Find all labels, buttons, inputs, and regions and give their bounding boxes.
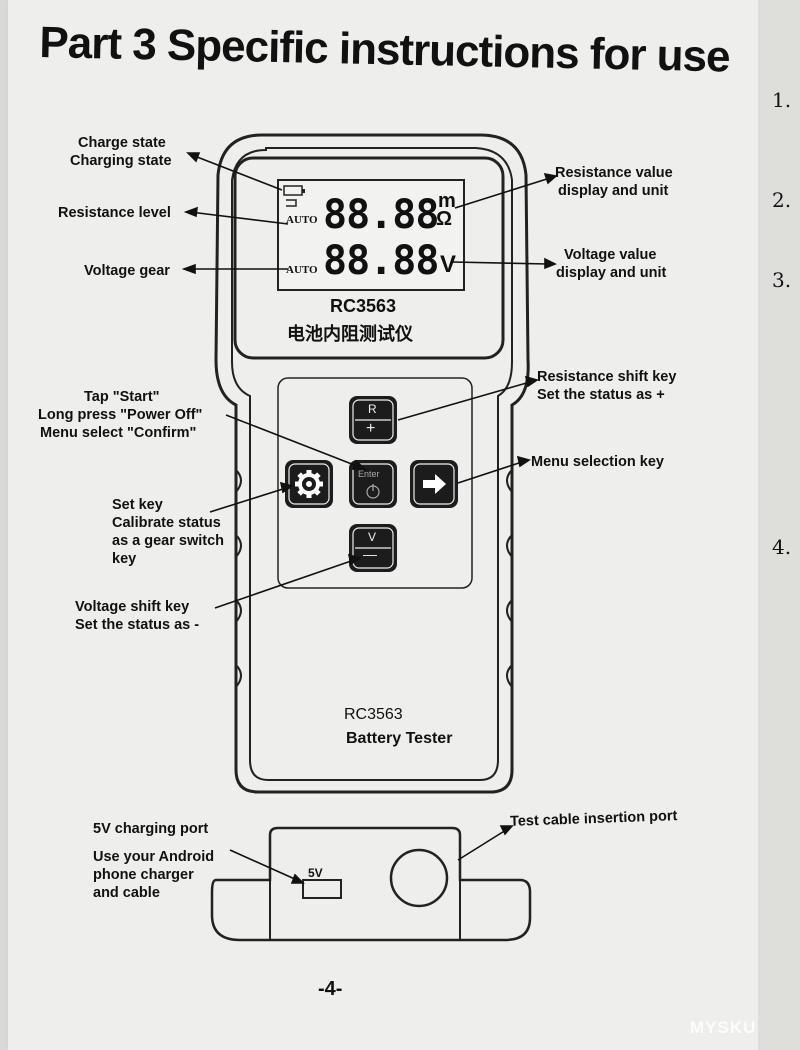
callout-android-3: and cable [93,885,160,901]
resistance-unit-prefix: m [438,190,456,212]
test-cable-port [389,848,449,908]
resistance-readout: 88.88 [323,192,439,238]
callout-voltage-display-1: Voltage value [564,247,657,263]
arrow-right-icon [423,474,446,494]
gear-icon [295,470,323,498]
callout-charging-port: 5V charging port [93,821,209,837]
v-key-label: V [368,530,377,544]
callout-voltage-shift-1: Voltage shift key [75,599,190,615]
auto-indicator-2: AUTO [286,264,318,276]
callout-android-2: phone charger [93,867,194,883]
side-number-2: 2. [772,188,792,212]
callout-set-key-2: Calibrate status [112,515,221,531]
device-inner-body [231,147,513,781]
keypad-panel [277,377,473,589]
callout-resistance-shift-1: Resistance shift key [537,369,677,385]
callout-resistance-shift-2: Set the status as + [537,387,665,403]
callout-set-key-3: as a gear switch [112,533,225,549]
port-panel-body [210,826,532,942]
callout-resistance-display-1: Resistance value [555,165,673,181]
side-number-4: 4. [772,535,792,559]
callout-tap-start: Tap "Start" [84,389,160,405]
callout-charging-state: Charging state [70,153,172,169]
enter-key-label: Enter [358,469,380,479]
minus-key-label: — [363,546,377,562]
device-outer-body [214,133,530,794]
next-page-edge [758,0,800,1050]
callout-menu-selection-key: Menu selection key [531,454,664,470]
volt-unit: V [440,251,457,278]
callout-voltage-shift-2: Set the status as - [75,617,200,633]
auto-indicator-1: AUTO [286,214,318,226]
callout-android-1: Use your Android [93,849,215,865]
voltage-readout: 88.88 [323,238,439,284]
screen-bezel [233,156,505,360]
callout-resistance-level: Resistance level [58,205,171,221]
screen-model: RC3563 [330,296,397,316]
device-footer-name: Battery Tester [346,730,453,747]
usb-port-label: 5V [308,866,323,880]
callout-charge-state: Charge state [78,135,166,151]
callout-menu-select: Menu select "Confirm" [40,425,197,441]
ohm-unit: Ω [436,208,453,230]
callout-set-key-4: key [112,551,137,567]
watermark-logo: MYSKU [690,1018,757,1037]
callout-voltage-display-2: display and unit [556,265,667,281]
r-key-label: R [368,402,377,416]
device-footer-model: RC3563 [344,706,403,723]
callout-voltage-gear: Voltage gear [84,263,170,279]
side-number-1: 1. [772,88,792,112]
lcd-screen [277,179,465,291]
page-number: -4- [318,978,343,1000]
side-number-3: 3. [772,268,792,292]
callout-resistance-display-2: display and unit [558,183,669,199]
plus-key-label: + [366,420,376,437]
usb-port [302,879,342,899]
callout-set-key-1: Set key [112,497,163,513]
callout-long-press: Long press "Power Off" [38,407,203,423]
screen-chinese-name: 电池内阻测试仪 [287,324,413,344]
